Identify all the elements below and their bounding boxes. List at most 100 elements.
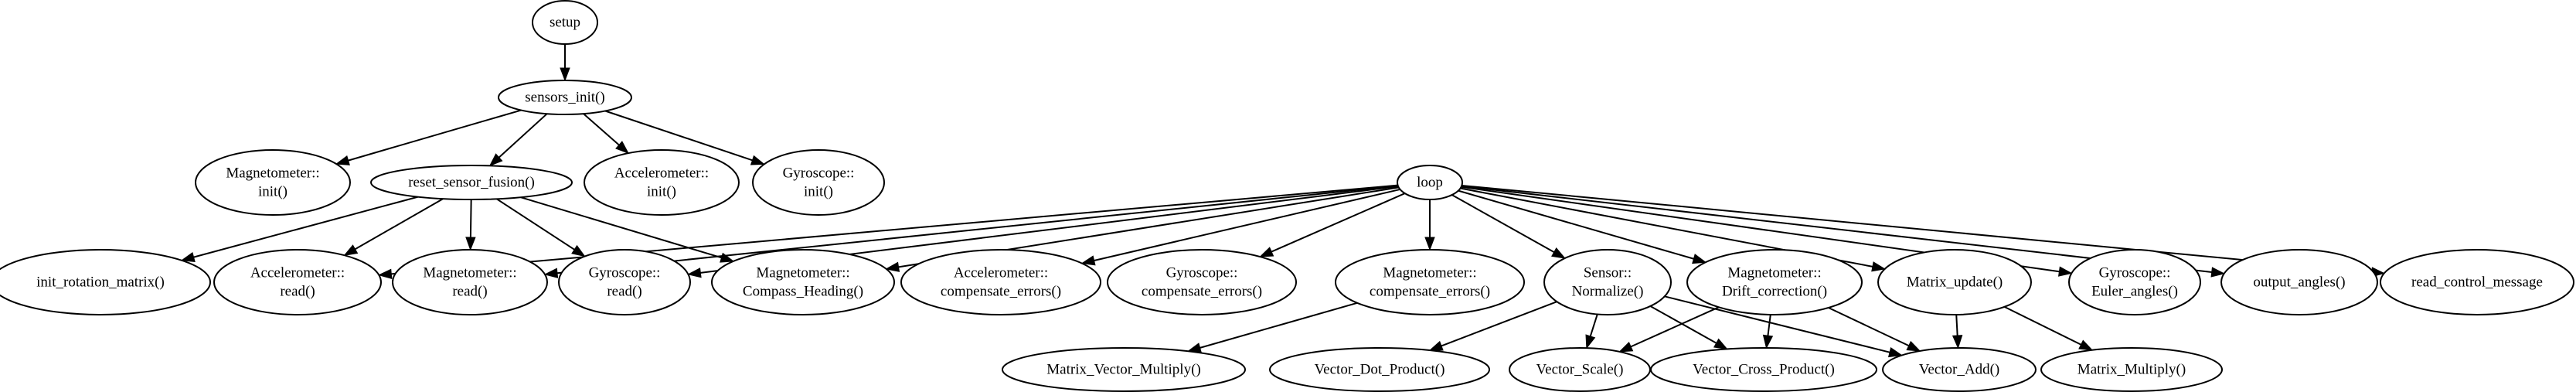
arrowhead-loop-to-acc_read — [377, 268, 393, 279]
node-ellipse — [1335, 249, 1525, 315]
arrowhead-loop-to-gyro_comp — [1259, 247, 1274, 257]
node-label: read() — [280, 284, 315, 300]
node-ellipse — [213, 249, 382, 315]
edge-matrix_update-to-matrix_multiply — [2004, 305, 2082, 346]
node-ellipse — [2040, 347, 2223, 392]
node-label: Gyroscope:: — [1166, 265, 1238, 281]
node-label: Gyroscope:: — [2099, 265, 2171, 281]
node-output-angles: output_angles() — [2220, 249, 2378, 315]
node-label: Sensor:: — [1584, 265, 1632, 281]
node-label: Accelerometer:: — [250, 265, 345, 281]
node-label: Vector_Scale() — [1536, 362, 1624, 378]
node-setup: setup — [532, 0, 598, 45]
edge-loop-to-mag_read — [556, 185, 1398, 274]
node-ellipse — [498, 80, 632, 115]
node-ellipse — [711, 249, 895, 315]
node-label: Matrix_update() — [1907, 274, 2003, 291]
node-label: Accelerometer:: — [954, 265, 1048, 281]
node-label: init() — [258, 184, 288, 200]
arrowhead-sensors_init-to-reset_sensor_fusion — [488, 153, 503, 167]
node-ellipse — [1686, 249, 1863, 315]
arrowhead-sensors_init-to-acc_init — [615, 141, 629, 155]
arrowhead-matrix_update-to-matrix_multiply — [2078, 339, 2094, 351]
node-ellipse — [2068, 249, 2201, 315]
arrowhead-loop-to-mag_drift — [1692, 254, 1707, 264]
node-ellipse — [370, 165, 573, 200]
node-gyro-init: Gyroscope::init() — [752, 149, 885, 216]
node-ellipse — [1107, 249, 1297, 315]
arrowhead-loop-to-mag_read — [543, 268, 559, 278]
node-label: Magnetometer:: — [1727, 265, 1821, 281]
node-label: Matrix_Vector_Multiply() — [1046, 362, 1200, 378]
node-label: Magnetometer:: — [1383, 265, 1476, 281]
node-label: Magnetometer:: — [423, 265, 516, 281]
node-ellipse — [1650, 347, 1877, 392]
node-label: Magnetometer:: — [226, 165, 319, 182]
arrowhead-loop-to-mag_comp — [1424, 237, 1435, 251]
node-label: read() — [452, 284, 487, 300]
edge-sensors_init-to-acc_init — [583, 113, 620, 146]
node-vector-add: Vector_Add() — [1882, 347, 2037, 392]
arrowhead-loop-to-gyro_euler — [2058, 266, 2073, 277]
node-label: compensate_errors() — [1142, 284, 1262, 300]
edge-mag_comp-to-matrix_vector_multiply — [1200, 302, 1358, 349]
node-ellipse — [532, 0, 598, 45]
node-label: setup — [550, 15, 580, 31]
node-label: init() — [804, 184, 833, 200]
edge-sensors_init-to-reset_sensor_fusion — [498, 113, 548, 159]
node-label: Drift_correction() — [1722, 284, 1827, 300]
node-gyro-comp: Gyroscope::compensate_errors() — [1107, 249, 1297, 315]
arrowhead-mag_drift-to-vector_add — [1906, 340, 1921, 352]
node-ellipse — [1543, 249, 1672, 315]
arrowhead-loop-to-matrix_update — [1871, 261, 1887, 272]
node-label: init_rotation_matrix() — [36, 274, 165, 291]
node-label: Matrix_Multiply() — [2077, 362, 2186, 378]
edge-sensors_init-to-gyro_init — [604, 110, 753, 162]
node-acc-read: Accelerometer::read() — [213, 249, 382, 315]
edge-sensor_normalize-to-vector_add — [1664, 295, 1890, 353]
node-label: Accelerometer:: — [614, 165, 709, 182]
edge-reset_sensor_fusion-to-init_rotation_matrix — [193, 196, 418, 258]
arrowhead-loop-to-mag_compass — [885, 261, 900, 272]
node-ellipse — [1269, 347, 1490, 392]
arrowhead-sensor_normalize-to-vector_scale — [1585, 334, 1596, 349]
edge-sensor_normalize-to-vector_dot_product — [1441, 301, 1557, 347]
node-ellipse — [392, 249, 548, 315]
arrowhead-sensors_init-to-gyro_init — [750, 155, 766, 165]
node-label: reset_sensor_fusion() — [408, 175, 535, 191]
arrowhead-sensor_normalize-to-vector_cross_product — [1713, 338, 1728, 350]
node-label: read() — [607, 284, 641, 300]
node-loop: loop — [1397, 165, 1463, 200]
node-label: Gyroscope:: — [589, 265, 661, 281]
node-label: compensate_errors() — [941, 284, 1061, 300]
arrowhead-sensor_normalize-to-vector_dot_product — [1428, 340, 1444, 351]
arrowhead-reset_sensor_fusion-to-mag_read — [465, 237, 476, 251]
node-label: Vector_Dot_Product() — [1315, 362, 1445, 378]
node-label: Gyroscope:: — [783, 165, 855, 182]
node-sensors-init: sensors_init() — [498, 80, 632, 115]
node-ellipse — [195, 149, 351, 216]
arrowhead-sensor_normalize-to-vector_add — [1887, 347, 1903, 358]
node-matrix-vector-multiply: Matrix_Vector_Multiply() — [1002, 347, 1246, 392]
edge-sensors_init-to-mag_init — [348, 109, 522, 162]
node-label: Euler_angles() — [2091, 284, 2178, 300]
node-ellipse — [1002, 347, 1246, 392]
arrowhead-mag_drift-to-vector_scale — [1618, 342, 1634, 353]
arrowhead-loop-to-acc_comp — [1080, 255, 1096, 266]
node-ellipse — [584, 149, 740, 216]
node-label: loop — [1417, 175, 1443, 191]
edge-mag_drift-to-vector_add — [1828, 307, 1910, 347]
arrowhead-reset_sensor_fusion-to-acc_read — [343, 244, 359, 256]
node-label: Vector_Cross_Product() — [1693, 362, 1835, 378]
edge-reset_sensor_fusion-to-gyro_read — [496, 198, 575, 251]
node-matrix-update: Matrix_update() — [1877, 249, 2032, 315]
edge-loop-to-sensor_normalize — [1451, 194, 1555, 254]
node-mag-drift: Magnetometer::Drift_correction() — [1686, 249, 1863, 315]
arrowhead-setup-to-sensors_init — [560, 67, 570, 82]
node-label: Magnetometer:: — [756, 265, 849, 281]
edge-loop-to-read_control_message — [1462, 184, 2372, 274]
edge-loop-to-acc_comp — [1094, 188, 1400, 261]
node-label: sensors_init() — [525, 90, 604, 106]
